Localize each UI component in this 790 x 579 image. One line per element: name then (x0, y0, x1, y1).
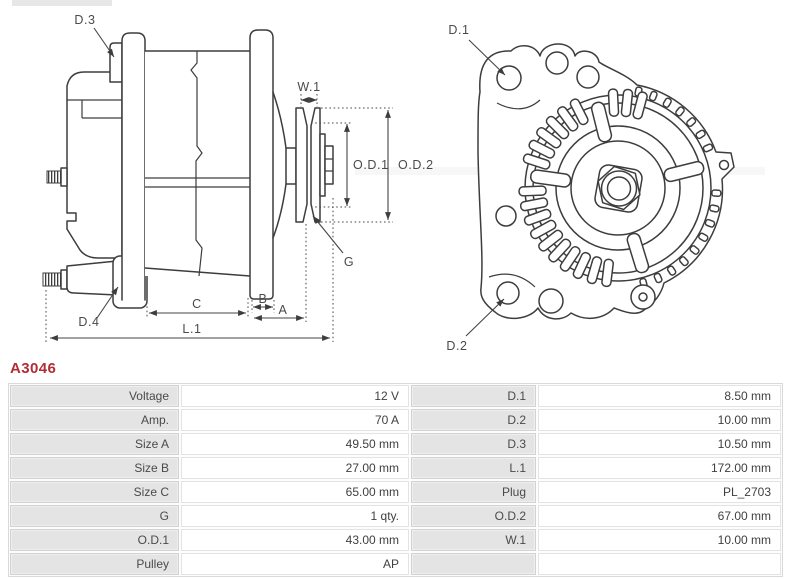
table-row: Pulley AP (10, 553, 781, 575)
spec-label: G (10, 505, 179, 527)
dim-label-w1: W.1 (297, 80, 320, 94)
terminal-stud-lower (42, 269, 68, 290)
spec-value: 65.00 mm (181, 481, 409, 503)
table-row: Amp. 70 A D.2 10.00 mm (10, 409, 781, 431)
dim-label-l1: L.1 (182, 322, 201, 336)
upper-ear (109, 42, 123, 83)
dim-od1: O.D.1 (311, 122, 389, 208)
table-row: O.D.1 43.00 mm W.1 10.00 mm (10, 529, 781, 551)
spec-value: 43.00 mm (181, 529, 409, 551)
spec-label: O.D.1 (10, 529, 179, 551)
spec-value: 1 qty. (181, 505, 409, 527)
terminal-stud-upper (46, 167, 68, 187)
spec-label: D.3 (411, 433, 536, 455)
dim-label-d2: D.2 (446, 339, 467, 353)
spec-value: 10.00 mm (538, 529, 781, 551)
table-row: Voltage 12 V D.1 8.50 mm (10, 385, 781, 407)
dim-d1: D.1 (448, 23, 506, 76)
technical-drawing: D.3 D.4 W.1 O.D.1 O.D.2 G C (12, 0, 735, 353)
spec-label (411, 553, 536, 575)
front-view-dimensions: D.1 D.2 (446, 23, 506, 353)
spec-label: Amp. (10, 409, 179, 431)
dim-od2: O.D.2 (321, 107, 434, 223)
dim-label-od2: O.D.2 (398, 158, 434, 172)
mounting-bar-rear (121, 32, 146, 301)
dim-d3: D.3 (74, 13, 115, 58)
spec-value: 49.50 mm (181, 433, 409, 455)
dim-a: A (253, 224, 307, 322)
table-row: Size A 49.50 mm D.3 10.50 mm (10, 433, 781, 455)
spec-label: O.D.2 (411, 505, 536, 527)
dim-c: C (146, 297, 249, 318)
dim-b: B (251, 292, 275, 313)
dim-label-d3: D.3 (74, 13, 95, 27)
spec-label: D.2 (411, 409, 536, 431)
spec-value: 70 A (181, 409, 409, 431)
spec-value: 10.00 mm (538, 409, 781, 431)
dim-label-a: A (279, 303, 288, 317)
spec-label: Size B (10, 457, 179, 479)
vent-slots-upper (522, 88, 648, 170)
part-number: A3046 (10, 360, 57, 377)
table-row: G 1 qty. O.D.2 67.00 mm (10, 505, 781, 527)
spec-value: 27.00 mm (181, 457, 409, 479)
dim-l1: L.1 (45, 198, 334, 342)
vent-slots-lower (518, 185, 614, 288)
spec-label: Voltage (10, 385, 179, 407)
spec-value: PL_2703 (538, 481, 781, 503)
front-view-drawing (477, 43, 735, 320)
dim-label-d4: D.4 (78, 315, 99, 329)
spec-value: 8.50 mm (538, 385, 781, 407)
side-view-drawing (42, 29, 334, 309)
mounting-bar-front (249, 29, 274, 300)
table-row: Size C 65.00 mm Plug PL_2703 (10, 481, 781, 503)
fan-spokes (529, 101, 705, 274)
spec-label: W.1 (411, 529, 536, 551)
side-view-dimensions: D.3 D.4 W.1 O.D.1 O.D.2 G C (45, 13, 434, 342)
spec-value: AP (181, 553, 409, 575)
spec-table: Voltage 12 V D.1 8.50 mm Amp. 70 A D.2 1… (8, 383, 783, 577)
shaft-nut (324, 145, 334, 185)
dim-label-g: G (344, 255, 354, 269)
dim-d4: D.4 (78, 286, 119, 329)
spec-label: D.1 (411, 385, 536, 407)
dim-label-od1: O.D.1 (353, 158, 389, 172)
table-row: Size B 27.00 mm L.1 172.00 mm (10, 457, 781, 479)
lower-mounting-lug (66, 260, 118, 296)
dim-label-b: B (259, 292, 268, 306)
spec-value: 10.50 mm (538, 433, 781, 455)
spec-label: Size C (10, 481, 179, 503)
spec-value: 67.00 mm (538, 505, 781, 527)
spec-label: L.1 (411, 457, 536, 479)
mounting-holes (495, 51, 730, 314)
watermark-remnant (12, 0, 112, 6)
dim-label-c: C (192, 297, 202, 311)
dim-d2: D.2 (446, 298, 505, 353)
front-cone (272, 91, 287, 239)
spec-value: 172.00 mm (538, 457, 781, 479)
spec-label: Pulley (10, 553, 179, 575)
dim-g: G (312, 215, 354, 269)
shaft-hex-nut (597, 165, 641, 211)
spec-label: Size A (10, 433, 179, 455)
shaft (285, 147, 297, 185)
spec-value (538, 553, 781, 575)
pulley (295, 107, 334, 223)
rim-teeth (634, 86, 722, 289)
spec-value: 12 V (181, 385, 409, 407)
dim-label-d1: D.1 (448, 23, 469, 37)
dim-w1: W.1 (297, 80, 320, 107)
spec-label: Plug (411, 481, 536, 503)
